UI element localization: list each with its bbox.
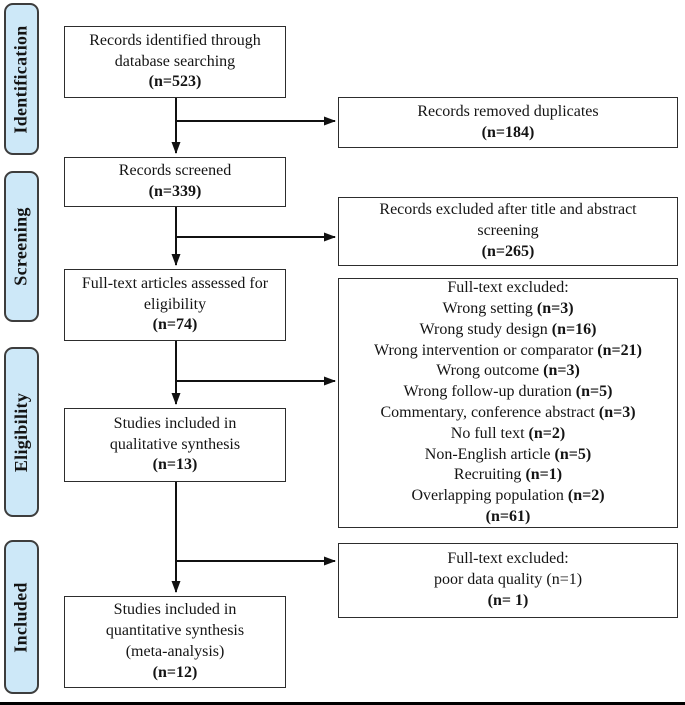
text-line: Full-text excluded: [343, 549, 673, 570]
text-line: Full-text articles assessed for [69, 274, 281, 295]
text-line: Overlapping population (n=2) [343, 486, 673, 507]
text-line: Recruiting (n=1) [343, 465, 673, 486]
text-segment: Records identified through [89, 31, 261, 49]
text-segment: qualitative synthesis [109, 435, 241, 453]
text-line: Wrong study design (n=16) [343, 320, 673, 341]
text-line: (n= 1) [343, 591, 673, 612]
text-segment: (n=21) [597, 341, 642, 359]
box-duplicates-removed: Records removed duplicates (n=184) [338, 97, 678, 148]
stage-label-text: Identification [11, 24, 32, 134]
text-segment: (n=265) [481, 242, 535, 260]
box-records-identified: Records identified through database searc… [64, 26, 286, 98]
text-segment: (meta-analysis) [125, 643, 225, 660]
text-line: Records identified through [69, 31, 281, 52]
text-segment: (n=3) [598, 404, 636, 421]
text-line: Studies included in [69, 600, 281, 621]
text-line: (n=339) [69, 182, 281, 203]
text-segment: Studies included in [113, 414, 237, 432]
text-line: Wrong outcome (n=3) [343, 361, 673, 382]
text-segment: (n=5) [575, 383, 613, 401]
text-segment: (n=184) [481, 123, 535, 141]
figure-bottom-border [0, 702, 685, 705]
text-segment: No full text [450, 424, 529, 442]
text-line: qualitative synthesis [69, 435, 281, 456]
text-line: Commentary, conference abstract (n=3) [343, 403, 673, 424]
box-fulltext-assessed: Full-text articles assessed for eligibili… [64, 269, 286, 341]
stage-label-text: Screening [11, 207, 31, 286]
text-line: Wrong follow-up duration (n=5) [343, 382, 673, 403]
box-fulltext-excluded-quality: Full-text excluded: poor data quality (n=… [338, 543, 678, 618]
text-segment: database searching [114, 52, 236, 70]
box-quantitative-synthesis: Studies included in quantitative synthesi… [64, 596, 286, 688]
text-line: Records removed duplicates [343, 102, 673, 123]
text-segment: Full-text excluded: [447, 550, 569, 568]
text-segment: Records screened [118, 162, 232, 180]
stage-label-identification: Identification [4, 3, 39, 155]
text-segment: quantitative synthesis [105, 622, 245, 640]
text-segment: (n=3) [536, 300, 574, 318]
text-segment: Studies included in [113, 601, 237, 619]
text-segment: Non-English article [424, 445, 555, 463]
text-segment: (n=16) [551, 320, 597, 338]
text-line: quantitative synthesis [69, 621, 281, 642]
text-segment: (n=523) [148, 73, 202, 91]
text-segment: (n=2) [528, 424, 566, 442]
text-line: (n=74) [69, 315, 281, 336]
text-segment: Wrong follow-up duration [403, 383, 576, 401]
text-segment: (n=74) [152, 316, 198, 334]
text-line: Studies included in [69, 414, 281, 435]
text-segment: screening [477, 222, 539, 240]
text-line: (n=13) [69, 455, 281, 476]
text-line: Records screened [69, 161, 281, 182]
text-line: Wrong setting (n=3) [343, 299, 673, 320]
text-segment: poor data quality (n=1) [433, 571, 583, 589]
text-segment: (n= 1) [487, 591, 529, 609]
box-excluded-title-abstract: Records excluded after title and abstrac… [338, 197, 678, 266]
stage-label-screening: Screening [4, 171, 39, 322]
text-segment: (n=339) [148, 183, 202, 200]
text-line: eligibility [69, 295, 281, 316]
stage-label-included: Included [4, 540, 39, 694]
text-segment: Recruiting [453, 466, 526, 484]
text-line: poor data quality (n=1) [343, 570, 673, 591]
text-line: (n=184) [343, 123, 673, 144]
text-line: Non-English article (n=5) [343, 445, 673, 466]
text-line: (n=61) [343, 507, 673, 528]
stage-label-text: Included [11, 581, 31, 653]
stage-label-eligibility: Eligibility [4, 347, 39, 517]
stage-label-text: Eligibility [11, 392, 32, 472]
text-line: (meta-analysis) [69, 642, 281, 663]
text-segment: Records excluded after title and abstrac… [379, 201, 637, 219]
box-fulltext-excluded-reasons: Full-text excluded:Wrong setting (n=3)Wr… [338, 278, 678, 528]
text-segment: (n=3) [543, 362, 580, 380]
text-line: Wrong intervention or comparator (n=21) [343, 341, 673, 362]
box-records-screened: Records screened (n=339) [64, 157, 286, 207]
text-segment: eligibility [143, 295, 207, 313]
text-segment: Wrong setting [442, 300, 537, 318]
text-line: screening [343, 221, 673, 242]
text-line: (n=12) [69, 663, 281, 684]
text-segment: Wrong study design [419, 320, 552, 338]
text-segment: Wrong outcome [436, 362, 544, 380]
text-segment: Records removed duplicates [417, 102, 599, 120]
text-segment: (n=2) [567, 487, 605, 505]
text-line: database searching [69, 52, 281, 73]
text-line: (n=265) [343, 242, 673, 263]
text-segment: Full-text articles assessed for [81, 274, 269, 292]
text-segment: Overlapping population [411, 487, 568, 505]
text-line: No full text (n=2) [343, 424, 673, 445]
text-segment: Commentary, conference abstract [380, 404, 599, 421]
text-line: Records excluded after title and abstrac… [343, 200, 673, 221]
text-segment: (n=61) [485, 507, 531, 525]
text-segment: Wrong intervention or comparator [374, 341, 598, 359]
text-line: (n=523) [69, 72, 281, 93]
text-segment: (n=13) [152, 456, 198, 474]
text-segment: Full-text excluded: [447, 279, 569, 297]
box-qualitative-synthesis: Studies included in qualitative synthesis… [64, 408, 286, 482]
text-segment: (n=5) [554, 445, 592, 463]
text-segment: (n=12) [152, 663, 198, 681]
text-segment: (n=1) [525, 466, 563, 484]
text-line: Full-text excluded: [343, 278, 673, 299]
